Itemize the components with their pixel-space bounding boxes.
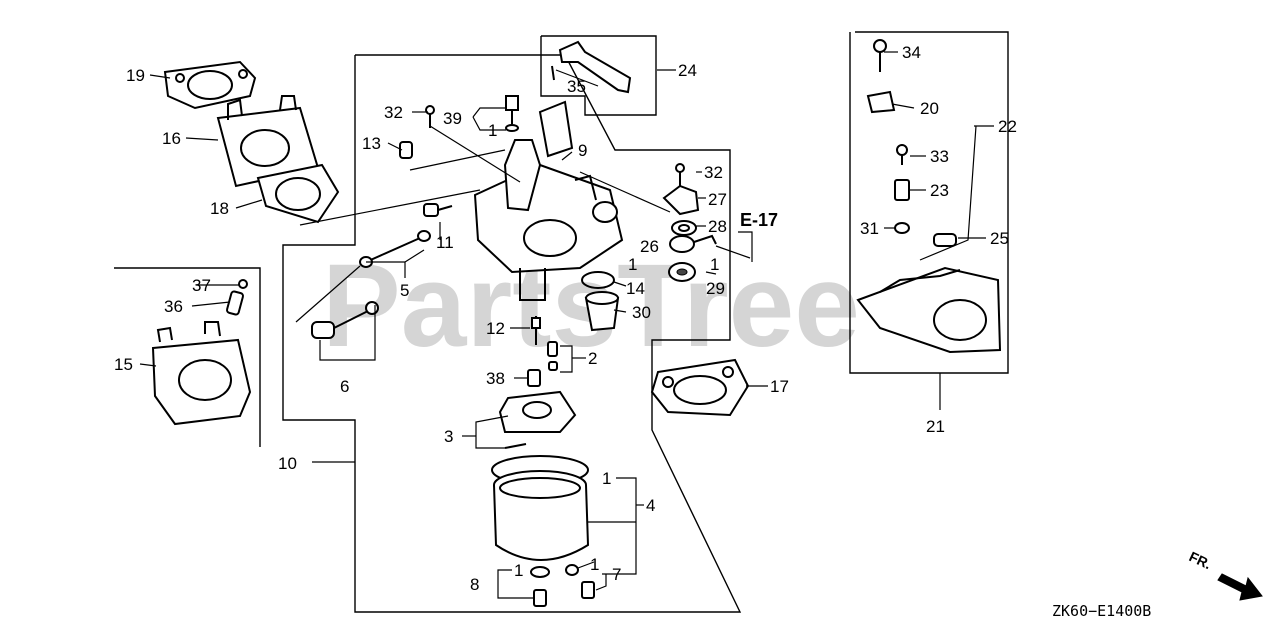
o-ring-14 bbox=[581, 271, 615, 289]
front-arrow-icon bbox=[1217, 573, 1263, 601]
callout-2: 2 bbox=[588, 349, 597, 368]
callout-20: 20 bbox=[920, 99, 939, 118]
callout-3: 3 bbox=[444, 427, 453, 446]
callout-10: 10 bbox=[278, 454, 297, 473]
callout-16: 16 bbox=[162, 129, 181, 148]
callout-21: 21 bbox=[926, 417, 945, 436]
callout-35: 35 bbox=[567, 77, 586, 96]
callout-28: 28 bbox=[708, 217, 727, 236]
screw-11 bbox=[423, 203, 453, 217]
cap-27 bbox=[662, 184, 700, 216]
callout-22: 22 bbox=[998, 117, 1017, 136]
callout-33: 33 bbox=[930, 147, 949, 166]
callout-1-drain-bolt: 1 bbox=[514, 561, 523, 580]
callout-7: 7 bbox=[612, 565, 621, 584]
callout-39: 39 bbox=[443, 109, 462, 128]
callout-11: 11 bbox=[436, 233, 454, 252]
callout-17: 17 bbox=[770, 377, 789, 396]
callout-32-right: 32 bbox=[704, 163, 723, 182]
float-chamber-4 bbox=[491, 455, 590, 561]
screw-32-top bbox=[425, 105, 435, 128]
callout-27: 27 bbox=[708, 190, 727, 209]
insulator-15 bbox=[151, 321, 252, 426]
clip-13 bbox=[399, 141, 413, 159]
washer-28 bbox=[671, 220, 697, 236]
float-3 bbox=[498, 390, 577, 449]
callout-labels: 19 16 18 37 36 15 13 32 39 1 9 11 5 6 24… bbox=[114, 43, 1214, 620]
callout-24: 24 bbox=[678, 61, 697, 80]
callout-32-top: 32 bbox=[384, 103, 403, 122]
callout-1-chamber: 1 bbox=[602, 469, 611, 488]
seal-29 bbox=[668, 262, 696, 282]
insulator-frame bbox=[114, 267, 261, 447]
callout-34: 34 bbox=[902, 43, 921, 62]
callout-37: 37 bbox=[192, 276, 211, 295]
throttle-lever-frame bbox=[540, 35, 657, 116]
jet-set-2 bbox=[547, 341, 558, 371]
diagram-code: ZK60−E1400B bbox=[1052, 602, 1151, 620]
screw-32-right bbox=[675, 163, 685, 186]
callout-9: 9 bbox=[578, 141, 587, 160]
spring-25 bbox=[933, 233, 957, 247]
callout-36: 36 bbox=[164, 297, 183, 316]
bracket-21 bbox=[856, 266, 1002, 354]
callout-31: 31 bbox=[860, 219, 879, 238]
callout-38: 38 bbox=[486, 369, 505, 388]
front-direction-label: FR. bbox=[1187, 548, 1214, 572]
washer-26 bbox=[669, 234, 717, 253]
callout-5: 5 bbox=[400, 281, 409, 300]
callout-12: 12 bbox=[486, 319, 505, 338]
jet-39 bbox=[505, 95, 519, 132]
callout-18: 18 bbox=[210, 199, 229, 218]
float-valve-30 bbox=[584, 291, 620, 332]
plug-37 bbox=[238, 279, 248, 289]
callout-15: 15 bbox=[114, 355, 133, 374]
gasket-19 bbox=[163, 60, 257, 110]
plate-20 bbox=[866, 90, 896, 114]
callout-19: 19 bbox=[126, 66, 145, 85]
callout-1-seal: 1 bbox=[710, 255, 719, 274]
callout-23: 23 bbox=[930, 181, 949, 200]
gasket-17 bbox=[650, 358, 750, 417]
callout-4: 4 bbox=[646, 496, 655, 515]
callout-25: 25 bbox=[990, 229, 1009, 248]
carburetor-body bbox=[473, 100, 624, 301]
callout-13: 13 bbox=[362, 134, 381, 153]
throttle-lever bbox=[551, 40, 632, 94]
callout-26: 26 bbox=[640, 237, 659, 256]
needle-12 bbox=[531, 316, 541, 345]
callout-1-drain-screw: 1 bbox=[590, 555, 599, 574]
callout-14: 14 bbox=[626, 279, 645, 298]
gasket-18 bbox=[256, 163, 340, 224]
callout-1-oring: 1 bbox=[628, 255, 637, 274]
carburetor-assembly-frame bbox=[282, 54, 742, 613]
washer-31 bbox=[894, 222, 910, 234]
drain-bolt-8 bbox=[530, 566, 550, 607]
callout-6: 6 bbox=[340, 377, 349, 396]
screw-33 bbox=[896, 144, 908, 165]
reference-label: E-17 bbox=[740, 210, 778, 230]
callout-8: 8 bbox=[470, 575, 479, 594]
callout-30: 30 bbox=[632, 303, 651, 322]
screw-34 bbox=[873, 39, 887, 72]
fitting-36 bbox=[226, 290, 244, 316]
bracket-assembly-frame bbox=[849, 31, 1009, 374]
jet-38 bbox=[527, 369, 541, 387]
callout-1-jet: 1 bbox=[488, 121, 497, 140]
callout-29: 29 bbox=[706, 279, 725, 298]
nut-23 bbox=[894, 179, 910, 201]
leader-lines bbox=[139, 51, 994, 599]
drain-screw-7 bbox=[565, 564, 595, 599]
